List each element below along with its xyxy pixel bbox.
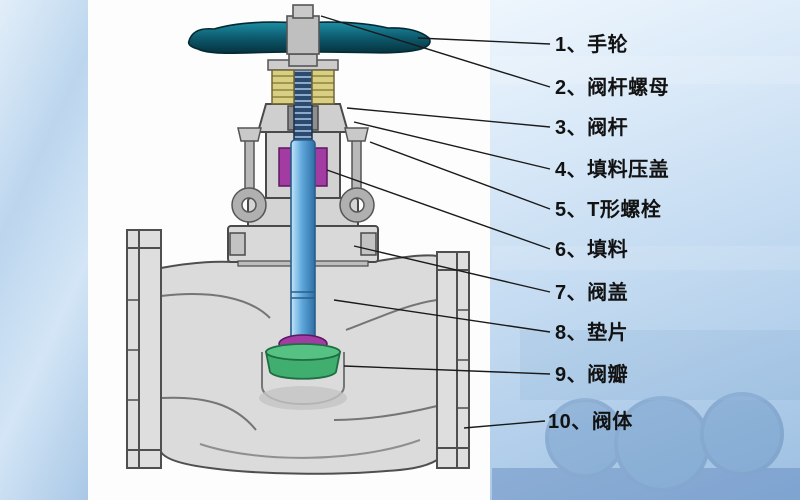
packing-shape: [278, 147, 328, 187]
background-machinery-art: [492, 56, 800, 500]
part-label-7: 7、阀盖: [555, 282, 629, 304]
body-right-flange: [436, 251, 470, 469]
part-label-3: 3、阀杆: [555, 117, 629, 139]
part-label-6: 6、填料: [555, 239, 629, 261]
leader-line-10: [463, 420, 546, 429]
leader-line-9: [343, 365, 551, 375]
leader-line-7: [353, 245, 551, 293]
leader-line-6: [326, 169, 551, 250]
leader-line-2: [320, 15, 551, 88]
part-label-4: 4、填料压盖: [555, 159, 670, 181]
leader-line-4: [353, 121, 551, 170]
background-left-strip: [0, 0, 88, 500]
leader-line-3: [346, 107, 551, 128]
part-label-2: 2、阀杆螺母: [555, 77, 670, 99]
t-bolt-left-shape: [231, 127, 267, 223]
leader-line-8: [333, 299, 551, 333]
part-label-5: 5、T形螺栓: [555, 199, 662, 221]
leader-lines: [320, 15, 551, 429]
handwheel-shape: [187, 4, 431, 67]
part-label-10: 10、阀体: [548, 411, 633, 433]
background-right-strip: [490, 0, 800, 500]
t-bolt-right-shape: [339, 127, 375, 223]
stem-thread-shape: [293, 61, 313, 149]
disc-shape: [264, 343, 342, 380]
stem-shape: [290, 139, 316, 363]
part-label-9: 9、阀瓣: [555, 364, 629, 386]
leader-line-1: [417, 37, 551, 45]
disc-shadow: [259, 386, 347, 410]
body-left-flange: [126, 229, 162, 469]
part-label-8: 8、垫片: [555, 322, 629, 344]
part-label-1: 1、手轮: [555, 34, 629, 56]
leader-line-5: [369, 141, 551, 210]
